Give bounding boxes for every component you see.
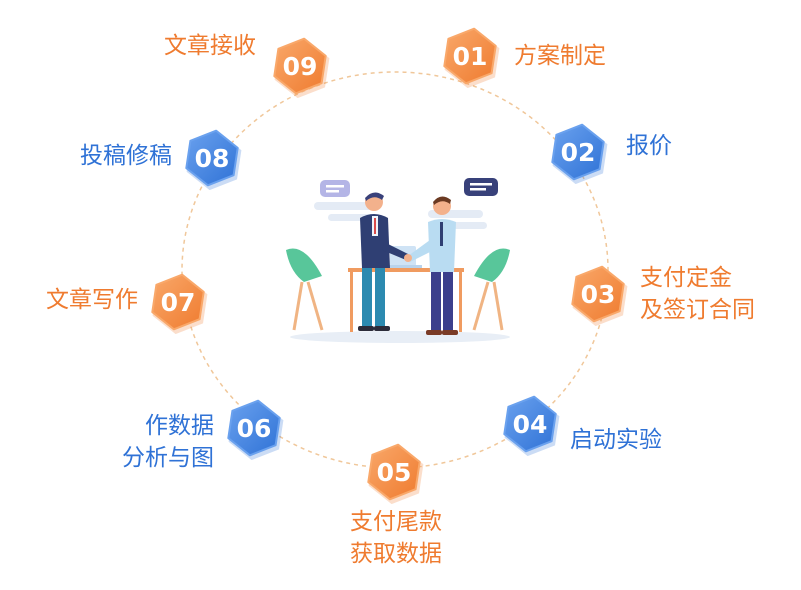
- step-badge-shape: [571, 265, 628, 326]
- step-label-06: 作数据分析与图: [96, 410, 214, 474]
- step-badge-01: 01: [438, 24, 502, 88]
- step-badge-08: 08: [180, 126, 244, 190]
- step-label-line: 支付尾款: [350, 509, 442, 535]
- step-label-02: 报价: [626, 130, 672, 162]
- step-badge-05: 05: [362, 440, 426, 504]
- chat-bubble-left-icon: [320, 180, 350, 197]
- step-badge-07: 07: [146, 270, 210, 334]
- step-number: 02: [560, 137, 596, 167]
- step-number: 01: [452, 41, 488, 71]
- step-label-line: 支付定金: [640, 265, 732, 291]
- step-label-line: 获取数据: [350, 541, 442, 567]
- step-badge-04: 04: [498, 392, 562, 456]
- step-badge-02: 02: [546, 120, 610, 184]
- step-label-01: 方案制定: [514, 40, 606, 72]
- step-label-05: 支付尾款获取数据: [336, 506, 456, 570]
- step-label-08: 投稿修稿: [52, 140, 172, 172]
- step-label-line: 作数据: [145, 413, 214, 439]
- step-label-line: 分析与图: [122, 445, 214, 471]
- step-badge-06: 06: [222, 396, 286, 460]
- step-number: 06: [236, 413, 272, 443]
- step-badge-shape: [503, 395, 560, 456]
- step-badge-shape: [443, 27, 500, 88]
- step-label-line: 启动实验: [570, 427, 662, 453]
- step-number: 04: [512, 409, 548, 439]
- step-label-03: 支付定金及签订合同: [640, 262, 755, 326]
- step-badge-shape: [151, 273, 208, 334]
- businessman-right: [404, 196, 458, 335]
- step-badge-shape: [227, 399, 284, 460]
- step-label-07: 文章写作: [26, 284, 138, 316]
- step-number: 05: [376, 457, 412, 487]
- businessman-left: [358, 192, 408, 331]
- step-badge-shape: [551, 123, 608, 184]
- step-label-09: 文章接收: [140, 30, 256, 62]
- step-badge-shape: [273, 37, 330, 98]
- step-number: 03: [580, 279, 616, 309]
- step-label-line: 报价: [626, 133, 672, 159]
- step-number: 09: [282, 51, 318, 81]
- chat-bubble-right-icon: [464, 178, 498, 196]
- step-badge-03: 03: [566, 262, 630, 326]
- step-label-line: 文章写作: [46, 287, 138, 313]
- handshake-meeting-illustration: [286, 178, 510, 343]
- step-label-04: 启动实验: [570, 424, 662, 456]
- step-label-line: 文章接收: [164, 33, 256, 59]
- step-badge-09: 09: [268, 34, 332, 98]
- step-label-line: 投稿修稿: [80, 143, 172, 169]
- step-number: 08: [194, 143, 230, 173]
- step-label-line: 及签订合同: [640, 297, 755, 323]
- step-badge-shape: [185, 129, 242, 190]
- step-label-line: 方案制定: [514, 43, 606, 69]
- step-badge-shape: [367, 443, 424, 504]
- step-number: 07: [160, 287, 196, 317]
